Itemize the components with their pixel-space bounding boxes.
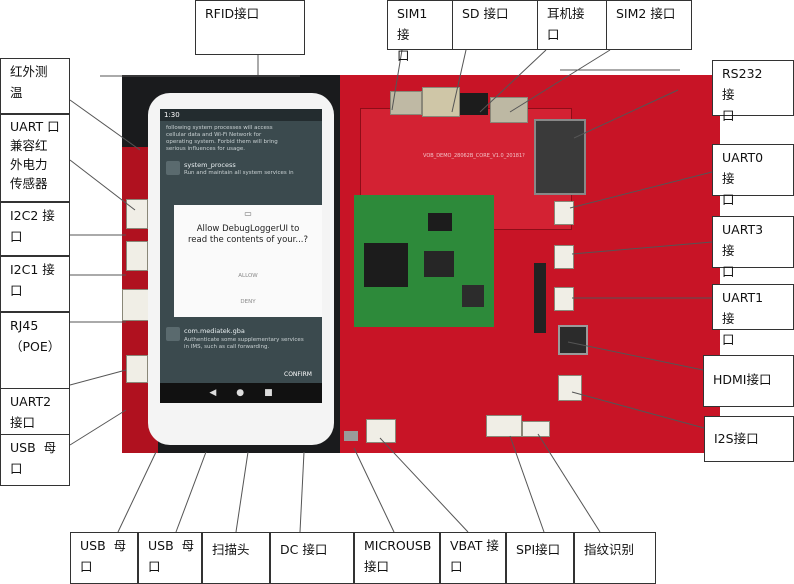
sd-slot — [422, 87, 460, 117]
label-vbat: VBAT 接 口 — [440, 532, 506, 584]
nav-icons: ◀ ● ■ — [209, 388, 273, 398]
label-rj45: RJ45 （POE） — [0, 312, 70, 390]
i2s-connector — [558, 375, 582, 401]
fingerprint-connector — [522, 421, 550, 437]
label-microusb: MICROUSB 接口 — [354, 532, 440, 584]
phone-screen: 1:30 following system processes will acc… — [160, 109, 322, 403]
sim2-slot — [490, 97, 528, 123]
app-icon — [166, 327, 180, 341]
uart3-connector — [554, 245, 574, 269]
label-scanner: 扫描头 — [202, 532, 270, 584]
folder-icon: ▭ — [244, 209, 252, 218]
label-dc: DC 接口 — [270, 532, 354, 584]
label-uart2: UART2 接口 — [0, 388, 70, 436]
label-spi: SPI接口 — [506, 532, 574, 584]
i2c1-connector — [126, 241, 148, 271]
label-uart-power-sensor: UART 口 兼容红 外电力 传感器 — [0, 114, 70, 202]
confirm-button[interactable]: CONFIRM — [284, 371, 312, 378]
microusb-port — [344, 431, 358, 441]
phone-status-bar: 1:30 — [160, 109, 322, 121]
uart0-connector — [554, 201, 574, 225]
label-ir-temp: 红外测 温 — [0, 58, 70, 114]
app1-name: system_process — [184, 161, 236, 169]
label-sim2: SIM2 接口 — [606, 0, 692, 50]
label-earphone: 耳机接 口 — [537, 0, 607, 50]
dialog-title: Allow DebugLoggerUI to read the contents… — [187, 224, 308, 245]
label-sim1: SIM1 接 口 — [387, 0, 453, 63]
rj45-connector — [122, 289, 152, 321]
sim1-slot — [390, 91, 422, 115]
app1-desc: Run and maintain all system services in — [184, 170, 294, 176]
vbat-connector — [366, 419, 396, 443]
app-icon — [166, 161, 180, 175]
allow-button[interactable]: ALLOW — [238, 273, 258, 279]
phone-time: 1:30 — [164, 111, 180, 119]
spi-connector — [486, 415, 522, 437]
label-usb-bottom-2: USB 母 口 — [138, 532, 202, 584]
label-fingerprint: 指纹识别 — [574, 532, 656, 584]
core-module — [354, 195, 494, 327]
hdmi-connector — [558, 325, 588, 355]
label-hdmi: HDMI接口 — [703, 355, 794, 407]
label-usb-bottom-1: USB 母 口 — [70, 532, 138, 584]
pin-header — [534, 263, 546, 333]
uart2-connector — [126, 355, 148, 383]
label-i2c2: I2C2 接 口 — [0, 202, 70, 256]
label-i2c1: I2C1 接 口 — [0, 256, 70, 312]
phone-display: 1:30 following system processes will acc… — [148, 93, 334, 445]
permission-dialog: ▭ Allow DebugLoggerUI to read the conten… — [174, 205, 322, 317]
label-usb-left: USB 母 口 — [0, 434, 70, 486]
label-i2s: I2S接口 — [704, 416, 794, 462]
label-rfid: RFID接口 — [195, 0, 305, 55]
label-uart3: UART3 接 口 — [712, 216, 794, 279]
phone-bg-text: following system processes will access c… — [166, 125, 278, 152]
app2-desc: Authenticate some supplementary services… — [184, 337, 304, 350]
rs232-connector — [534, 119, 586, 195]
label-uart0: UART0 接 口 — [712, 144, 794, 207]
uart1-connector — [554, 287, 574, 311]
label-rs232: RS232 接 口 — [712, 60, 794, 123]
label-sd: SD 接口 — [452, 0, 538, 50]
earphone-jack — [460, 93, 488, 115]
i2c2-connector — [126, 199, 148, 229]
deny-button[interactable]: DENY — [240, 299, 256, 305]
app2-name: com.mediatek.gba — [184, 327, 245, 335]
label-uart1: UART1 接 口 — [712, 284, 794, 347]
phone-nav-bar: ◀ ● ■ — [160, 383, 322, 403]
board-silkscreen: VOB_DEMO_28062B_CORE_V1.0_20181? — [423, 153, 525, 159]
board-photo: VOB_DEMO_28062B_CORE_V1.0_20181? 1:30 fo… — [122, 75, 720, 453]
